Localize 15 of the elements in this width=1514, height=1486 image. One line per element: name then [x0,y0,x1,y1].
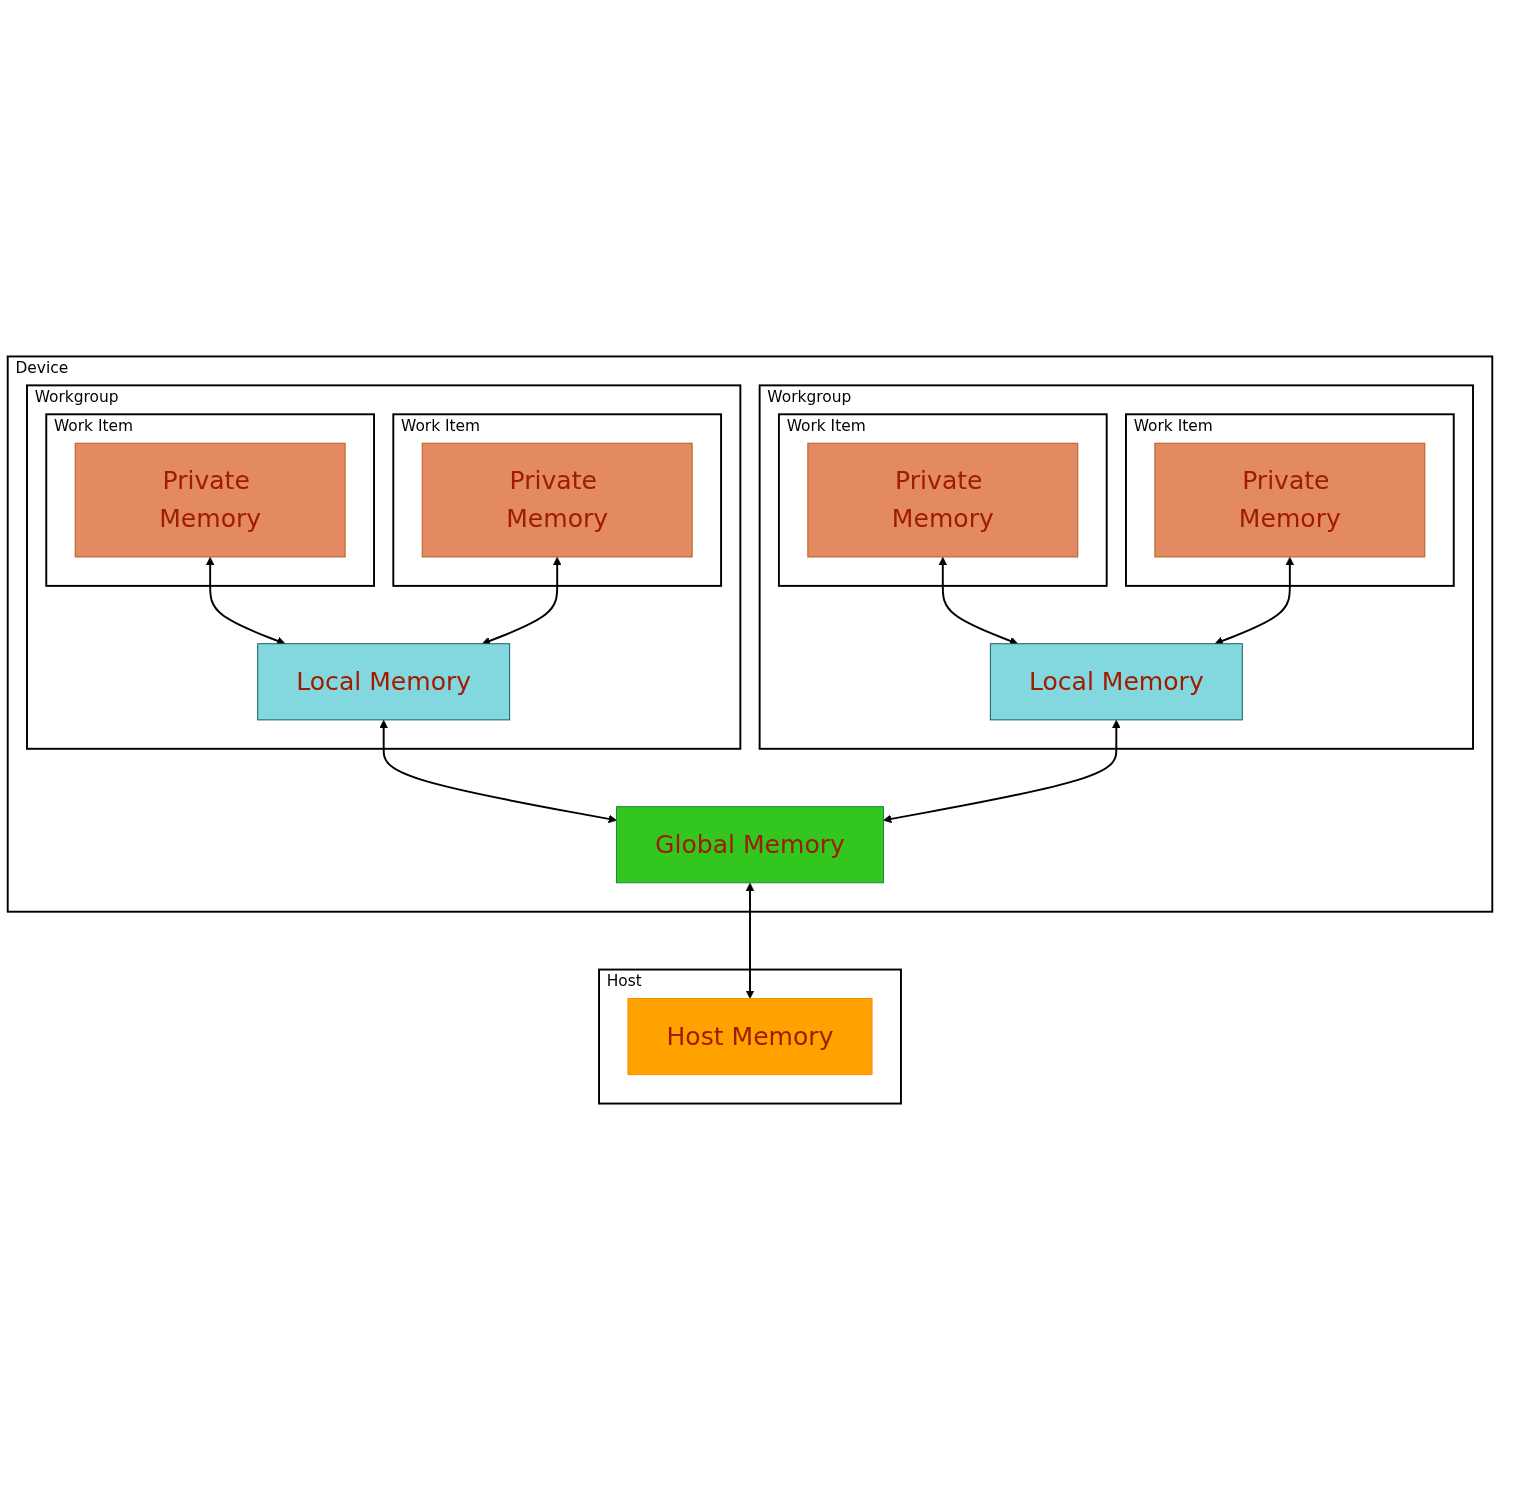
node-box: Private Memory [74,442,346,558]
node-box: Private Memory [421,442,693,558]
node-box: Private Memory [1154,442,1426,558]
node-box: Private Memory [807,442,1079,558]
arrow [938,556,1019,645]
arrow [883,719,1121,824]
node-box: Local Memory [989,643,1243,721]
node-box: Global Memory [616,806,884,884]
arrow [481,556,562,645]
arrow [1214,556,1295,645]
node-box: Host Memory [627,998,873,1076]
arrow [379,719,617,824]
arrow [205,556,286,645]
node-box: Local Memory [257,643,511,721]
arrow [745,882,755,999]
